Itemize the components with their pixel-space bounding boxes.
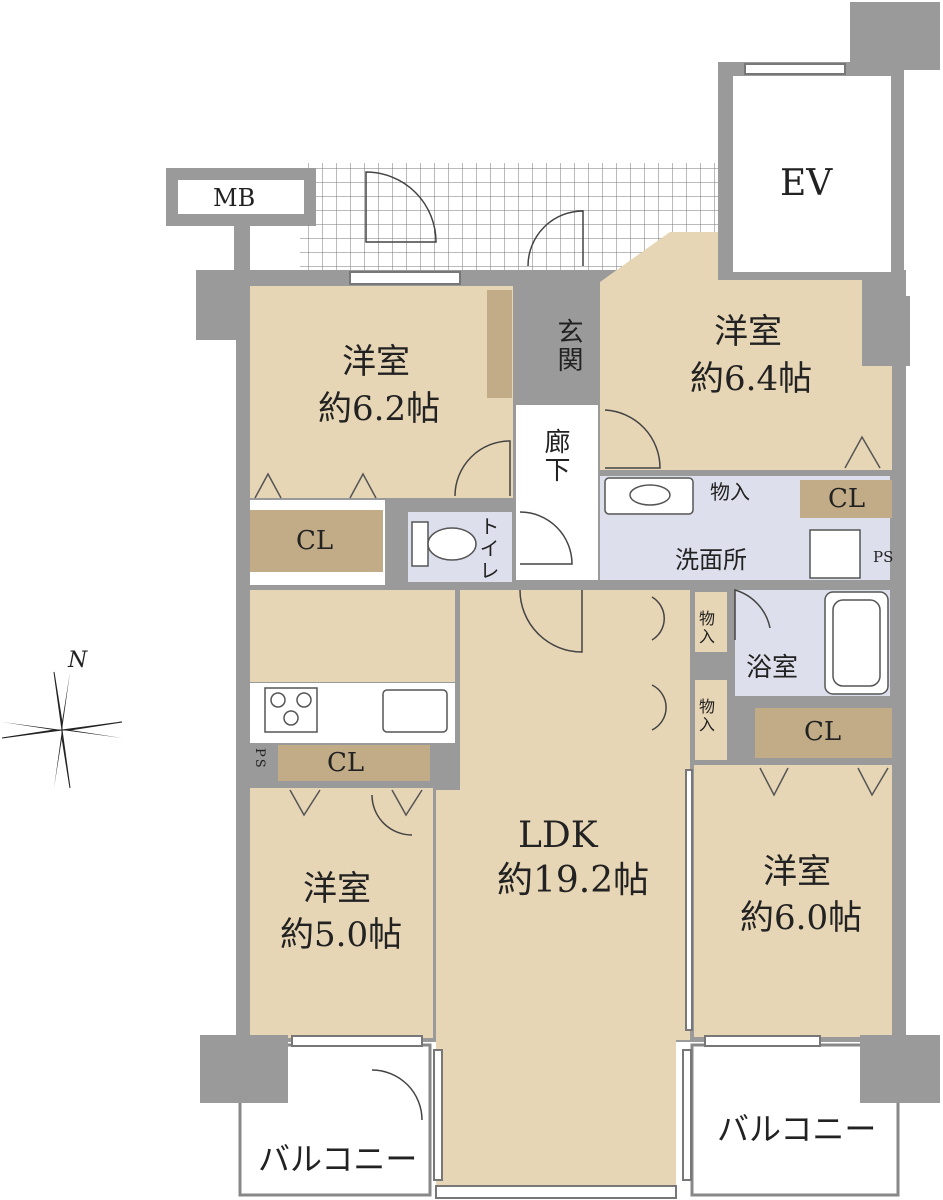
closet-ne xyxy=(800,480,892,518)
corridor-floor xyxy=(516,405,598,580)
room-nw-size: 約6.2帖 xyxy=(318,389,441,429)
storage-a xyxy=(695,592,727,652)
column-nw xyxy=(196,270,250,340)
door-swings xyxy=(365,171,771,1121)
room-nw-name: 洋室 xyxy=(342,342,410,382)
shoe-closet xyxy=(487,290,512,398)
storage-mid2-label: 物入 xyxy=(696,698,715,734)
windows xyxy=(291,63,846,1199)
column-ne xyxy=(862,296,910,366)
room-ne-size: 約6.4帖 xyxy=(690,359,813,399)
column-se xyxy=(860,1035,940,1103)
closet-se xyxy=(755,708,892,758)
room-ne-name: 洋室 xyxy=(714,312,782,352)
room-sw-name: 洋室 xyxy=(303,869,371,909)
closet-doors xyxy=(254,435,889,817)
closet-se-label: CL xyxy=(804,717,842,747)
corridor-label: 廊下 xyxy=(540,428,570,484)
ldk-floor xyxy=(436,590,690,1186)
room-ldk-name: LDK xyxy=(518,815,598,856)
room-se-size: 約6.0帖 xyxy=(740,898,863,938)
ev-label: EV xyxy=(780,163,833,204)
compass-rose-icon xyxy=(1,671,123,789)
toilet-tank xyxy=(411,521,429,567)
mb-label: MB xyxy=(213,184,256,212)
closet-kitchen xyxy=(278,745,430,781)
ev-shaft xyxy=(733,76,891,272)
room-se-name: 洋室 xyxy=(763,852,831,892)
balcony-right-label: バルコニー xyxy=(717,1110,877,1148)
column-sw xyxy=(200,1035,288,1103)
closet-nw-label: CL xyxy=(296,526,334,556)
kitchen-sink xyxy=(382,689,448,733)
closet-kitchen-label: CL xyxy=(327,748,365,778)
fixtures xyxy=(264,477,889,733)
room-se-floor xyxy=(694,765,892,1037)
room-ldk-size: 約19.2帖 xyxy=(497,860,650,901)
toilet-bowl xyxy=(427,527,477,561)
compass-n-label: N xyxy=(68,648,88,673)
ps-left-label: PS xyxy=(252,748,267,770)
balcony-left-label: バルコニー xyxy=(258,1140,418,1178)
room-sw-size: 約5.0帖 xyxy=(280,915,403,955)
storage-mid1-label: 物入 xyxy=(696,610,715,646)
storage-b xyxy=(695,680,727,760)
hall-floor xyxy=(250,590,455,682)
ev-top-block xyxy=(850,2,940,70)
closet-nw xyxy=(250,510,383,572)
room-ne-floor xyxy=(600,232,892,470)
entrance-label: 玄関 xyxy=(553,318,583,374)
mb-box xyxy=(178,180,304,214)
storage-top-label: 物入 xyxy=(710,480,750,504)
washroom-label: 洗面所 xyxy=(675,546,747,574)
room-sw-floor xyxy=(250,788,433,1038)
toilet-label: トイレ xyxy=(476,516,500,582)
mb-leg xyxy=(234,226,250,272)
ps-right-label: PS xyxy=(873,548,894,566)
closet-ne-label: CL xyxy=(828,484,866,514)
bathroom-label: 浴室 xyxy=(746,653,799,683)
washing-pan xyxy=(809,529,861,579)
room-nw-floor xyxy=(250,286,513,498)
